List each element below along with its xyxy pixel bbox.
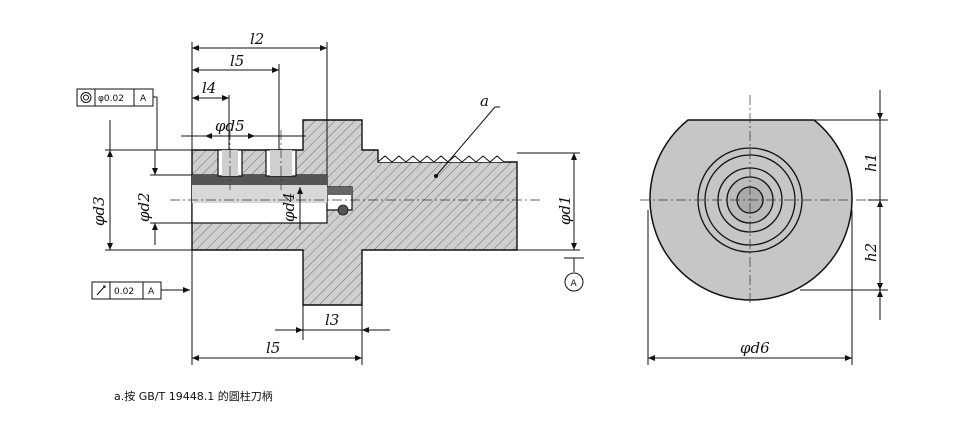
datum-a-circle — [564, 272, 584, 292]
dim-l3: l3 — [325, 311, 339, 329]
dim-l5-bottom: l5 — [266, 339, 280, 357]
coaxiality-datum: A — [140, 94, 147, 104]
footnote: a.按 GB/T 19448.1 的圆柱刀柄 — [114, 389, 273, 403]
dim-l4: l4 — [202, 79, 216, 97]
end-view — [640, 95, 868, 305]
dim-d3: φd3 — [90, 196, 108, 226]
runout-value: 0.02 — [114, 287, 134, 297]
cross-hole — [337, 204, 349, 216]
runout-icon — [96, 285, 106, 296]
tolerance-frame-coaxiality: φ0.02 A — [76, 88, 158, 150]
coaxiality-value: φ0.02 — [98, 94, 124, 104]
bore-shading — [192, 175, 327, 185]
dim-d1: φd1 — [556, 195, 574, 225]
callout-a: a — [480, 92, 489, 110]
tolerance-frame-runout: 0.02 A — [91, 281, 190, 300]
dim-d2: φd2 — [135, 192, 153, 222]
dim-l2: l2 — [250, 30, 264, 48]
dim-d6: φd6 — [740, 339, 770, 357]
section-view — [170, 119, 540, 306]
dim-d5: φd5 — [215, 117, 245, 135]
datum-a-label: A — [571, 279, 578, 289]
dim-h1: h1 — [862, 153, 880, 172]
dim-d4: φd4 — [280, 192, 298, 222]
dim-h2: h2 — [862, 243, 880, 262]
thread — [377, 155, 505, 163]
dimensions-end-view: h1 h2 φd6 — [647, 90, 888, 365]
dim-l5-top: l5 — [230, 52, 244, 70]
coaxiality-icon — [80, 92, 92, 103]
dimensions-left: l2 l5 l4 φd5 φd3 φd2 φd4 l3 — [90, 30, 584, 365]
runout-datum: A — [148, 287, 155, 297]
